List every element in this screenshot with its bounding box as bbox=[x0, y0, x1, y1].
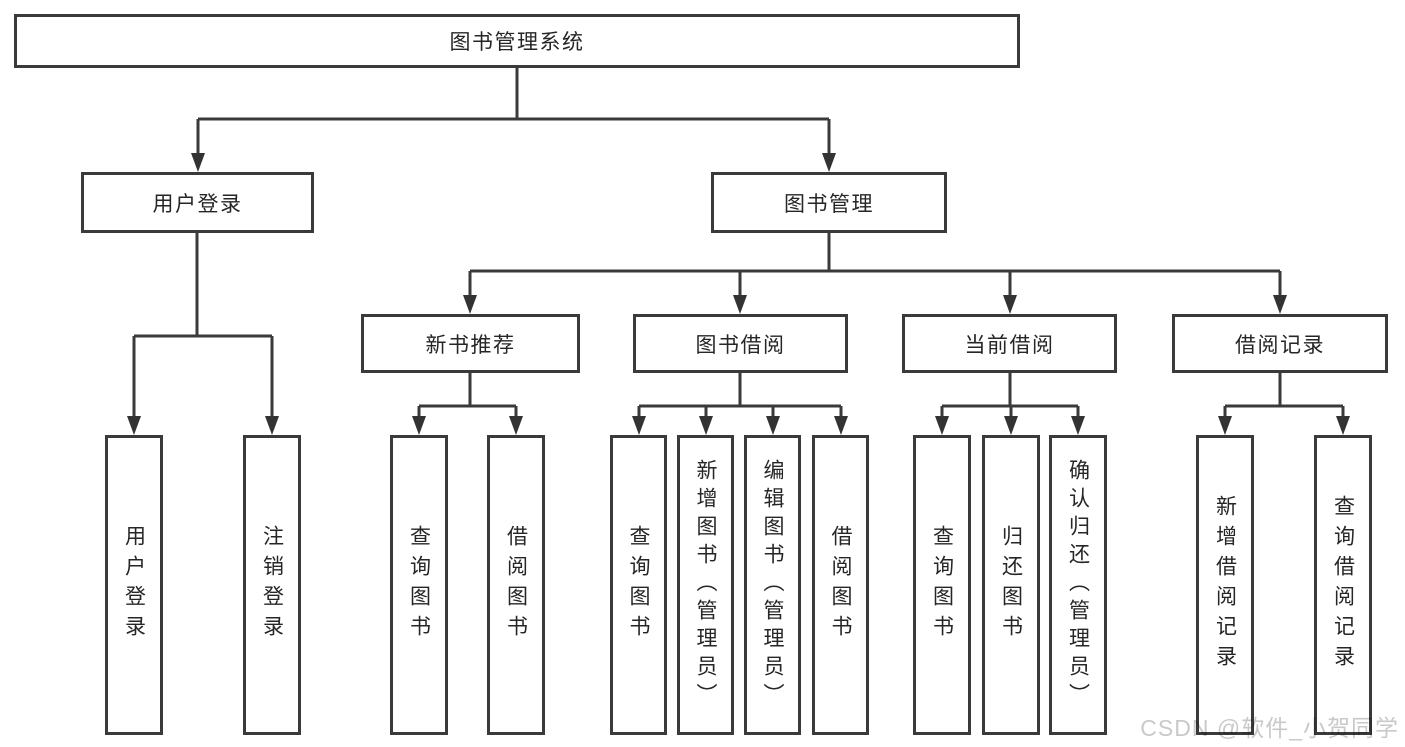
node-book-management: 图书管理 bbox=[711, 172, 947, 233]
leaf-borrow-book-2: 借阅图书 bbox=[812, 435, 869, 735]
leaf-query-book-1: 查询图书 bbox=[390, 435, 448, 735]
leaf-query-book-3-label: 查询图书 bbox=[930, 525, 954, 645]
node-root-label: 图书管理系统 bbox=[449, 31, 585, 54]
leaf-query-borrow-record: 查询借阅记录 bbox=[1314, 435, 1372, 735]
leaf-confirm-return-admin: 确认归还（管理员） bbox=[1049, 435, 1107, 735]
leaf-add-book-admin: 新增图书（管理员） bbox=[677, 435, 734, 735]
leaf-borrow-book-1: 借阅图书 bbox=[487, 435, 545, 735]
leaf-return-book: 归还图书 bbox=[982, 435, 1040, 735]
node-book-borrow-label: 图书借阅 bbox=[695, 333, 786, 357]
node-new-book-recommend-label: 新书推荐 bbox=[425, 333, 516, 357]
leaf-user-login-label: 用户登录 bbox=[122, 525, 146, 645]
leaf-logout-label: 注销登录 bbox=[260, 525, 284, 645]
leaf-add-borrow-record-label: 新增借阅记录 bbox=[1213, 495, 1237, 675]
leaf-edit-book-admin-label: 编辑图书（管理员） bbox=[761, 459, 784, 711]
node-borrow-record-label: 借阅记录 bbox=[1235, 333, 1325, 357]
node-book-borrow: 图书借阅 bbox=[633, 314, 848, 373]
leaf-logout: 注销登录 bbox=[243, 435, 301, 735]
csdn-watermark: CSDN @软件_小贺同学 bbox=[1140, 715, 1399, 741]
leaf-borrow-book-1-label: 借阅图书 bbox=[504, 525, 528, 645]
node-new-book-recommend: 新书推荐 bbox=[361, 314, 580, 373]
leaf-user-login: 用户登录 bbox=[105, 435, 163, 735]
leaf-add-borrow-record: 新增借阅记录 bbox=[1196, 435, 1254, 735]
node-user-login: 用户登录 bbox=[81, 172, 314, 233]
leaf-query-book-1-label: 查询图书 bbox=[407, 525, 431, 645]
leaf-query-book-2-label: 查询图书 bbox=[627, 525, 650, 645]
node-root: 图书管理系统 bbox=[14, 14, 1020, 68]
leaf-query-book-2: 查询图书 bbox=[610, 435, 667, 735]
node-current-borrow: 当前借阅 bbox=[902, 314, 1117, 373]
node-borrow-record: 借阅记录 bbox=[1172, 314, 1388, 373]
leaf-return-book-label: 归还图书 bbox=[999, 525, 1023, 645]
node-user-login-label: 用户登录 bbox=[152, 192, 243, 216]
node-current-borrow-label: 当前借阅 bbox=[964, 333, 1055, 357]
leaf-confirm-return-admin-label: 确认归还（管理员） bbox=[1066, 459, 1090, 711]
leaf-edit-book-admin: 编辑图书（管理员） bbox=[744, 435, 801, 735]
leaf-add-book-admin-label: 新增图书（管理员） bbox=[694, 459, 717, 711]
leaf-query-book-3: 查询图书 bbox=[913, 435, 971, 735]
node-book-management-label: 图书管理 bbox=[784, 192, 874, 216]
leaf-borrow-book-2-label: 借阅图书 bbox=[829, 525, 852, 645]
leaf-query-borrow-record-label: 查询借阅记录 bbox=[1331, 495, 1355, 675]
